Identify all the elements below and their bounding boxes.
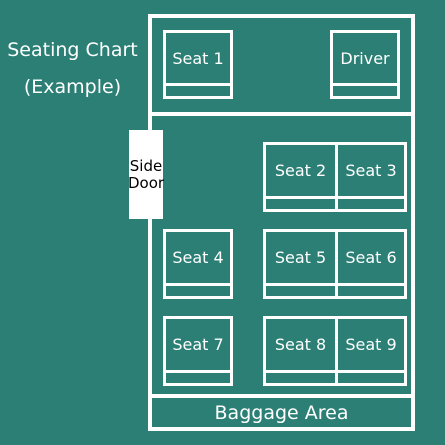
seat-7: Seat 7 bbox=[163, 316, 233, 386]
seat-5-cushion bbox=[266, 283, 335, 296]
baggage-divider bbox=[148, 394, 415, 398]
side-door-label-line2: Door bbox=[127, 173, 165, 192]
seat-8-label: Seat 8 bbox=[274, 335, 327, 354]
seat-2-cushion bbox=[266, 196, 335, 209]
side-door: Side Door bbox=[127, 130, 165, 219]
driver-seat: Driver bbox=[330, 30, 400, 99]
seat-9-cushion bbox=[338, 370, 404, 383]
seat-8: Seat 8 bbox=[263, 316, 338, 386]
chart-title: Seating Chart bbox=[7, 39, 138, 61]
seat-9-label: Seat 9 bbox=[345, 335, 397, 354]
baggage-area-label: Baggage Area bbox=[214, 401, 349, 424]
cab-divider bbox=[148, 112, 415, 116]
seat-3: Seat 3 bbox=[335, 142, 407, 212]
seat-2-label: Seat 2 bbox=[274, 161, 327, 180]
seat-6-cushion bbox=[338, 283, 404, 296]
vehicle-outline bbox=[148, 14, 415, 431]
seat-3-cushion bbox=[338, 196, 404, 209]
seat-4-cushion bbox=[166, 283, 230, 296]
seat-1-cushion bbox=[166, 83, 230, 96]
chart-subtitle: (Example) bbox=[23, 76, 122, 98]
seat-1-label: Seat 1 bbox=[172, 48, 224, 68]
seat-2: Seat 2 bbox=[263, 142, 338, 212]
seat-7-label: Seat 7 bbox=[172, 335, 224, 354]
seat-6: Seat 6 bbox=[335, 229, 407, 299]
driver-seat-cushion bbox=[333, 83, 397, 96]
seat-6-label: Seat 6 bbox=[345, 248, 397, 267]
seat-5-label: Seat 5 bbox=[274, 248, 327, 267]
seat-5: Seat 5 bbox=[263, 229, 338, 299]
seat-3-label: Seat 3 bbox=[345, 161, 397, 180]
seat-4-label: Seat 4 bbox=[172, 248, 224, 267]
seat-9: Seat 9 bbox=[335, 316, 407, 386]
driver-seat-label: Driver bbox=[340, 48, 390, 68]
side-door-label-line1: Side bbox=[129, 157, 163, 175]
seat-7-cushion bbox=[166, 370, 230, 383]
seat-8-cushion bbox=[266, 370, 335, 383]
seat-1: Seat 1 bbox=[163, 30, 233, 99]
seat-4: Seat 4 bbox=[163, 229, 233, 299]
